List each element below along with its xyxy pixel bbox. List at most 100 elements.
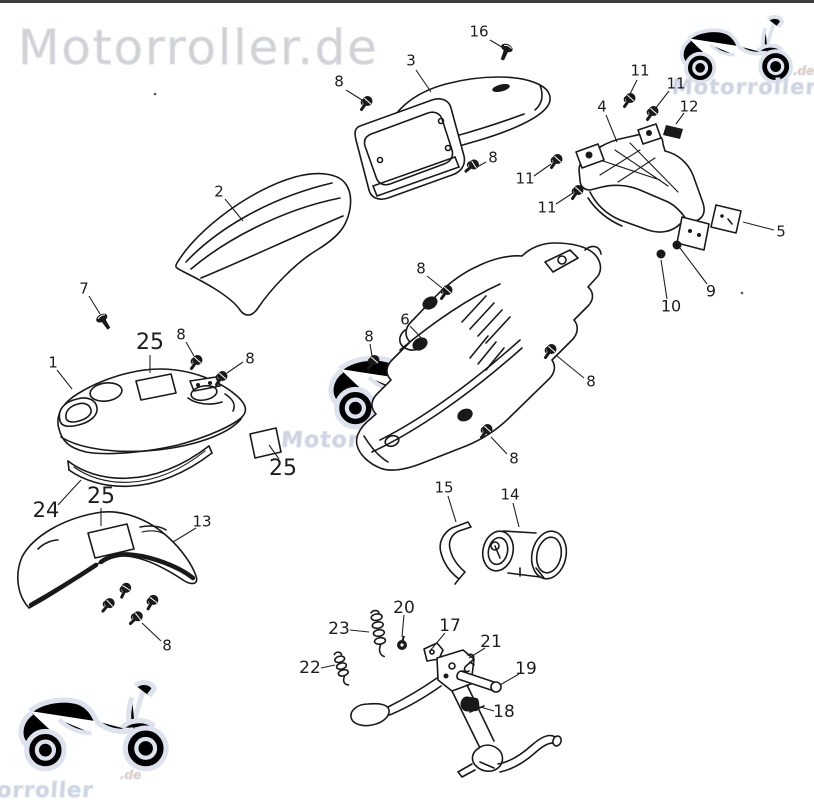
- callout-leader-line: [268, 444, 280, 460]
- callout-label-25: 25: [136, 330, 164, 355]
- callout-label-8: 8: [416, 260, 426, 278]
- callout-label-22: 22: [299, 658, 321, 678]
- callout-leader-line: [141, 622, 162, 642]
- callout-label-15: 15: [434, 479, 453, 497]
- callout-label-25: 25: [269, 456, 297, 481]
- callout-label-10: 10: [661, 297, 681, 316]
- callout-leader-line: [660, 259, 668, 300]
- callout-label-11: 11: [537, 199, 556, 217]
- bolt-icon: [94, 311, 114, 333]
- part-25-sticker-loose: [249, 427, 282, 459]
- scan-speck: [153, 92, 157, 96]
- callout-label-19: 19: [515, 659, 537, 679]
- callout-label-5: 5: [776, 223, 786, 241]
- callout-label-8: 8: [488, 149, 498, 167]
- callout-leader-line: [224, 198, 244, 222]
- callout-label-6: 6: [400, 311, 410, 329]
- part-1-tank-cover: [57, 368, 247, 455]
- part-22-spring: [333, 651, 350, 686]
- callout-leader-line: [428, 632, 446, 653]
- callout-leader-line: [742, 221, 775, 231]
- part-25-sticker-fender: [87, 523, 135, 559]
- callout-label-11: 11: [666, 75, 685, 93]
- callout-leader-line: [185, 341, 195, 357]
- part-3-rear-fender: [354, 76, 551, 200]
- watermark-suffix-bottom-left: .de: [120, 768, 141, 782]
- callout-label-9: 9: [706, 282, 716, 301]
- callout-label-4: 4: [597, 98, 607, 116]
- callout-leader-line: [555, 192, 574, 205]
- scooter-watermark-top-right: [679, 15, 793, 84]
- callout-label-13: 13: [192, 513, 211, 531]
- screw-icon: [101, 596, 117, 614]
- callout-label-11: 11: [515, 170, 534, 188]
- callout-leader-line: [654, 90, 670, 110]
- screw-icon: [117, 580, 135, 599]
- callout-leader-line: [345, 89, 363, 101]
- part-19-pivot-pin: [456, 670, 502, 693]
- part-6-underseat-frame: [355, 242, 602, 471]
- callout-leader-line: [426, 275, 443, 289]
- screw-icon: [359, 94, 374, 111]
- callout-leader-line: [369, 343, 373, 357]
- part-24-trim-strip: [67, 445, 213, 488]
- nut-icon: [396, 635, 408, 651]
- callout-leader-line: [533, 163, 552, 177]
- fastener-layer: [94, 41, 744, 651]
- callout-leader-line: [349, 629, 370, 633]
- part-4-plate-mount: [676, 216, 710, 251]
- screw-icon: [128, 608, 146, 628]
- callout-label-2: 2: [214, 183, 224, 201]
- callout-leader-line: [512, 502, 520, 528]
- screw-icon: [214, 369, 229, 386]
- part-18-bushing: [460, 696, 480, 712]
- callout-leader-line: [320, 664, 336, 669]
- callout-label-8: 8: [162, 637, 172, 655]
- callout-label-8: 8: [176, 326, 186, 344]
- watermark-text-bottom-left: Motorroller: [0, 777, 95, 800]
- callout-leader-line: [628, 79, 638, 97]
- callout-leader-line: [476, 705, 495, 712]
- callout-label-8: 8: [245, 350, 255, 368]
- callout-leader-line: [401, 614, 405, 638]
- screw-icon: [189, 353, 204, 370]
- watermark-text-top-right: Motorroller: [671, 74, 814, 99]
- dot-icon: [656, 249, 666, 259]
- callout-label-16: 16: [469, 23, 488, 41]
- callout-leader-line: [489, 39, 506, 50]
- brand-logo-top-left: Motorroller.de: [18, 20, 379, 76]
- scan-border-top: [0, 0, 814, 3]
- callout-leader-line: [409, 325, 428, 345]
- callout-label-23: 23: [328, 619, 350, 639]
- callout-label-7: 7: [79, 280, 89, 298]
- part-21-cotter-clip: [463, 653, 475, 673]
- callout-leader-line: [499, 673, 520, 686]
- screw-icon: [145, 592, 161, 611]
- callout-label-14: 14: [500, 486, 519, 504]
- callout-label-11: 11: [630, 62, 649, 80]
- callout-label-3: 3: [406, 52, 416, 70]
- screw-icon: [645, 104, 660, 121]
- callout-leader-line: [605, 114, 618, 143]
- callout-leader-line: [415, 69, 432, 93]
- callout-leader-line: [468, 647, 486, 659]
- callout-leader-line: [679, 247, 708, 285]
- part-17-center-stand: [350, 642, 562, 778]
- callout-leader-line: [447, 495, 457, 523]
- callout-leader-line: [675, 112, 685, 125]
- callout-label-18: 18: [493, 702, 515, 722]
- callout-label-24: 24: [33, 498, 60, 522]
- part-12-clamp-plate: [663, 125, 683, 139]
- callout-label-8: 8: [586, 373, 596, 391]
- callout-leader-line: [556, 355, 585, 379]
- callout-leader-line: [490, 436, 508, 455]
- callout-label-8: 8: [509, 450, 519, 468]
- callout-label-8: 8: [334, 73, 344, 91]
- callout-label-8: 8: [364, 328, 374, 346]
- part-13-front-fender: [16, 511, 198, 609]
- callout-label-25: 25: [87, 484, 115, 509]
- part-14-lock-cylinder: [481, 530, 568, 580]
